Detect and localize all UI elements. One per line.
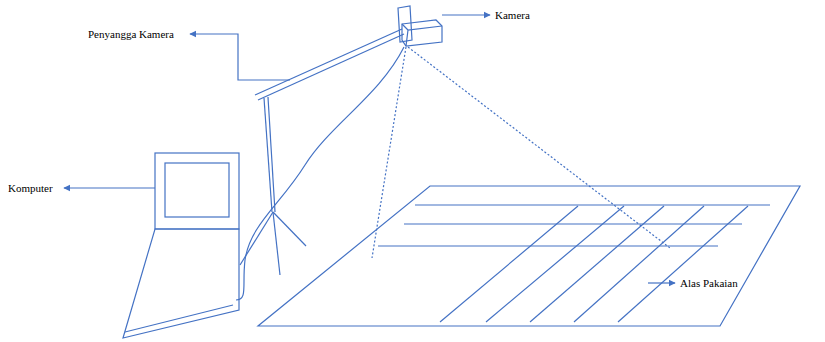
- support-pole: [264, 98, 272, 212]
- part-label: Kamera: [495, 8, 530, 22]
- grid-line: [486, 206, 624, 322]
- cloth-base: [258, 186, 800, 326]
- laptop-base: [125, 305, 233, 332]
- grid-line: [574, 206, 704, 322]
- leader-arrow: [190, 34, 290, 80]
- laptop-base: [123, 229, 239, 338]
- grid-line: [404, 223, 742, 224]
- grid-line: [530, 206, 664, 322]
- grid-line: [440, 206, 578, 322]
- tripod-leg: [273, 212, 306, 246]
- laptop-screen: [155, 153, 239, 229]
- view-line: [408, 47, 670, 248]
- grid-line: [415, 204, 770, 205]
- leader-arrow: [442, 14, 490, 15]
- support-bar: [255, 29, 402, 95]
- camera-body: [402, 24, 442, 46]
- camera-cable: [236, 47, 404, 300]
- part-label: Komputer: [8, 181, 53, 195]
- part-label: Alas Pakaian: [680, 276, 738, 290]
- support-pole: [268, 97, 275, 212]
- leader-arrow: [64, 187, 155, 188]
- part-label: Penyangga Kamera: [88, 27, 174, 41]
- support-bar: [258, 34, 404, 100]
- camera-body: [402, 20, 442, 46]
- leader-arrow: [648, 282, 675, 283]
- laptop-screen: [165, 163, 229, 217]
- tripod-leg: [273, 212, 280, 275]
- grid-line: [618, 206, 748, 322]
- view-line: [372, 47, 406, 258]
- grid-line: [378, 245, 718, 246]
